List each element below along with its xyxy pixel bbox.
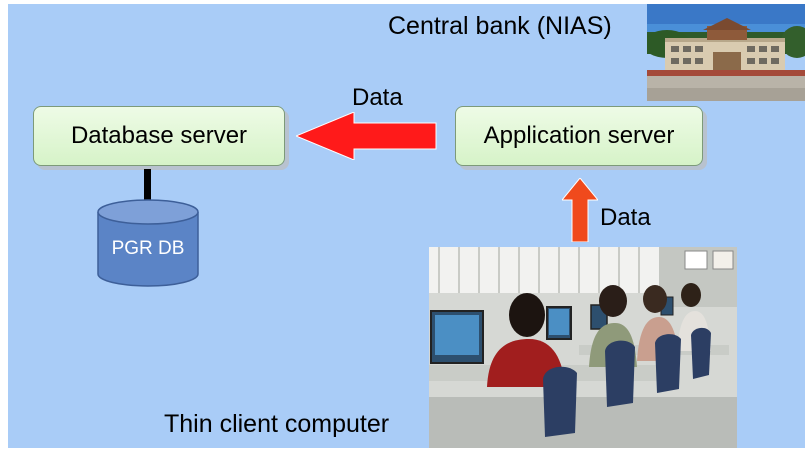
left-arrow-icon — [296, 112, 437, 160]
diagram-canvas: Central bank (NIAS) Database server Appl… — [8, 4, 805, 448]
application-server-box: Application server — [455, 106, 703, 166]
application-server-label: Application server — [483, 122, 675, 149]
thin-client-room-photo — [429, 247, 737, 448]
central-bank-label: Central bank (NIAS) — [388, 12, 612, 40]
data-label-vertical: Data — [600, 204, 651, 231]
thin-client-label: Thin client computer — [164, 410, 390, 438]
db-connector-line — [144, 169, 151, 209]
pgr-db-cylinder-icon — [97, 199, 199, 287]
pgr-db-label: PGR DB — [111, 238, 185, 259]
up-arrow-icon — [562, 178, 598, 242]
data-label-horizontal: Data — [352, 84, 403, 111]
database-server-label: Database server — [70, 122, 248, 149]
database-server-box: Database server — [33, 106, 285, 166]
central-bank-photo — [647, 4, 805, 101]
